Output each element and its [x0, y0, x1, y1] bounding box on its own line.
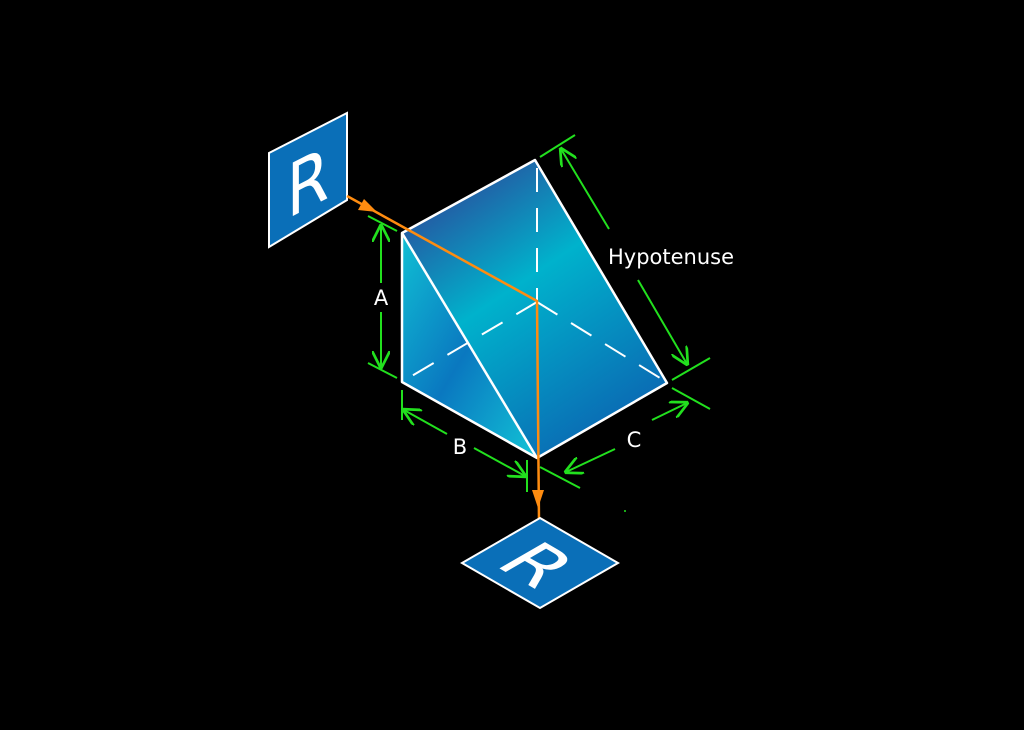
light-ray [346, 194, 544, 523]
dimension-a: A [367, 215, 398, 379]
input-image-panel: R [268, 111, 348, 249]
label-hypotenuse: Hypotenuse [608, 245, 734, 269]
dimension-hypotenuse: Hypotenuse [539, 134, 734, 381]
label-b: B [453, 435, 467, 459]
prism-hypotenuse-face [402, 160, 667, 458]
label-c: C [627, 428, 642, 452]
ray-arrow-in [358, 199, 377, 212]
label-a: A [374, 286, 389, 310]
ray-arrow-out [532, 490, 544, 508]
dimension-c: C [539, 387, 711, 489]
right-angle-prism [400, 158, 669, 460]
stray-dot [624, 510, 626, 512]
dimension-b: B [402, 390, 527, 492]
output-image-panel: R [459, 516, 621, 610]
